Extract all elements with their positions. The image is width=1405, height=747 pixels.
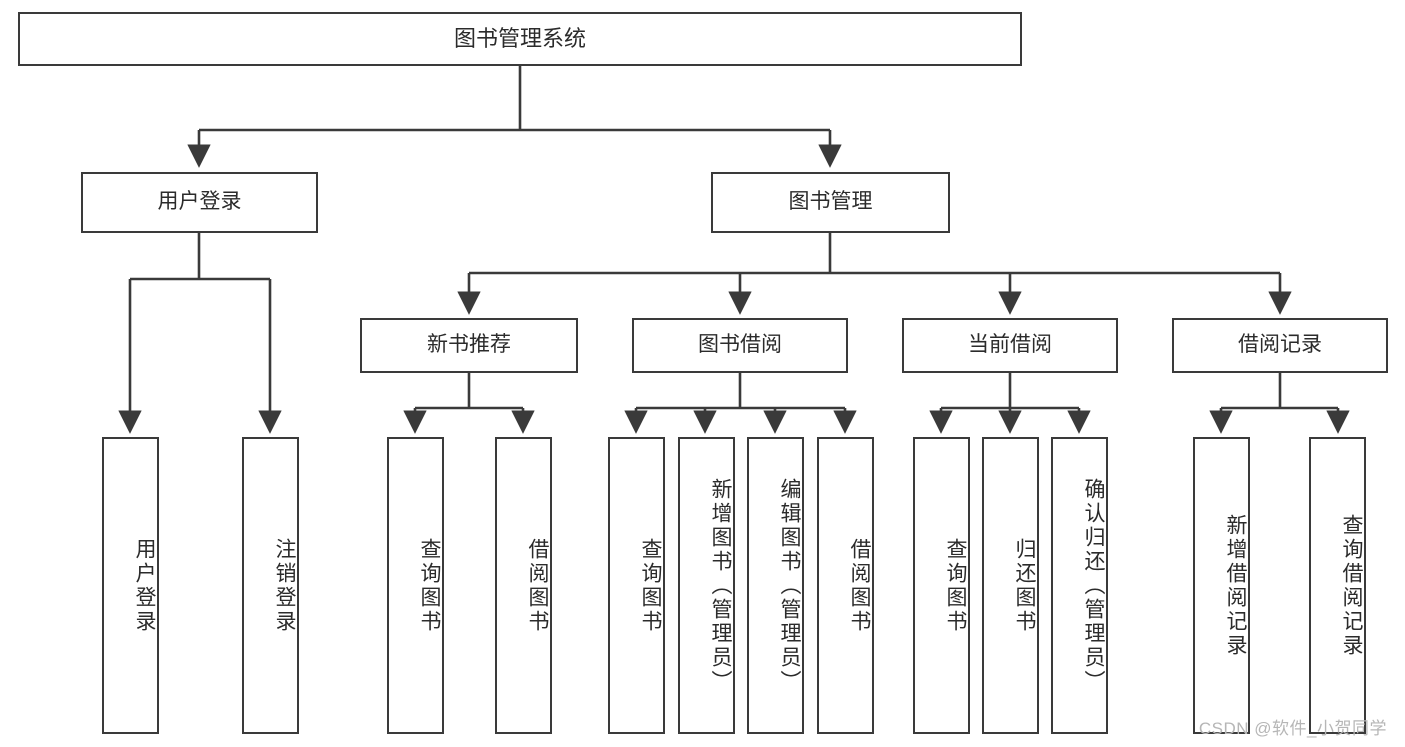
node-label: 查询借阅记录 — [1340, 513, 1363, 658]
node-book-borrow[interactable]: 图书借阅 — [632, 318, 848, 373]
leaf-add-book-admin[interactable]: 新增图书（管理员） — [678, 437, 735, 734]
node-label: 确认归还（管理员） — [1082, 477, 1105, 694]
node-label: 借阅记录 — [1238, 333, 1322, 357]
node-book-management[interactable]: 图书管理 — [711, 172, 950, 233]
leaf-query-book-recommend[interactable]: 查询图书 — [387, 437, 444, 734]
leaf-edit-book-admin[interactable]: 编辑图书（管理员） — [747, 437, 804, 734]
node-label: 查询图书 — [944, 537, 967, 634]
leaf-query-borrow-record[interactable]: 查询借阅记录 — [1309, 437, 1366, 734]
node-label: 借阅图书 — [848, 537, 871, 634]
node-user-login[interactable]: 用户登录 — [81, 172, 318, 233]
node-current-borrow[interactable]: 当前借阅 — [902, 318, 1118, 373]
node-label: 新书推荐 — [427, 333, 511, 357]
node-label: 编辑图书（管理员） — [778, 477, 801, 694]
node-label: 查询图书 — [418, 537, 441, 634]
leaf-query-book-borrow[interactable]: 查询图书 — [608, 437, 665, 734]
node-label: 图书管理 — [788, 190, 873, 214]
leaf-logout[interactable]: 注销登录 — [242, 437, 299, 734]
node-new-book-recommend[interactable]: 新书推荐 — [360, 318, 578, 373]
node-label: 新增图书（管理员） — [709, 477, 732, 694]
leaf-query-book-current[interactable]: 查询图书 — [913, 437, 970, 734]
node-label: 用户登录 — [157, 190, 242, 214]
node-label: 借阅图书 — [526, 537, 549, 634]
leaf-confirm-return-admin[interactable]: 确认归还（管理员） — [1051, 437, 1108, 734]
node-borrow-record[interactable]: 借阅记录 — [1172, 318, 1388, 373]
node-label: 当前借阅 — [968, 333, 1052, 357]
node-label: 新增借阅记录 — [1224, 513, 1247, 658]
node-label: 归还图书 — [1013, 537, 1036, 634]
node-root-system[interactable]: 图书管理系统 — [18, 12, 1022, 66]
leaf-return-book[interactable]: 归还图书 — [982, 437, 1039, 734]
node-label: 图书管理系统 — [453, 26, 586, 52]
leaf-add-borrow-record[interactable]: 新增借阅记录 — [1193, 437, 1250, 734]
leaf-user-login[interactable]: 用户登录 — [102, 437, 159, 734]
leaf-borrow-book[interactable]: 借阅图书 — [817, 437, 874, 734]
watermark: CSDN @软件_小贺同学 — [1198, 719, 1387, 738]
node-label: 图书借阅 — [698, 333, 782, 357]
node-label: 查询图书 — [639, 537, 662, 634]
node-label: 注销登录 — [273, 537, 296, 634]
leaf-borrow-book-recommend[interactable]: 借阅图书 — [495, 437, 552, 734]
node-label: 用户登录 — [133, 537, 156, 634]
